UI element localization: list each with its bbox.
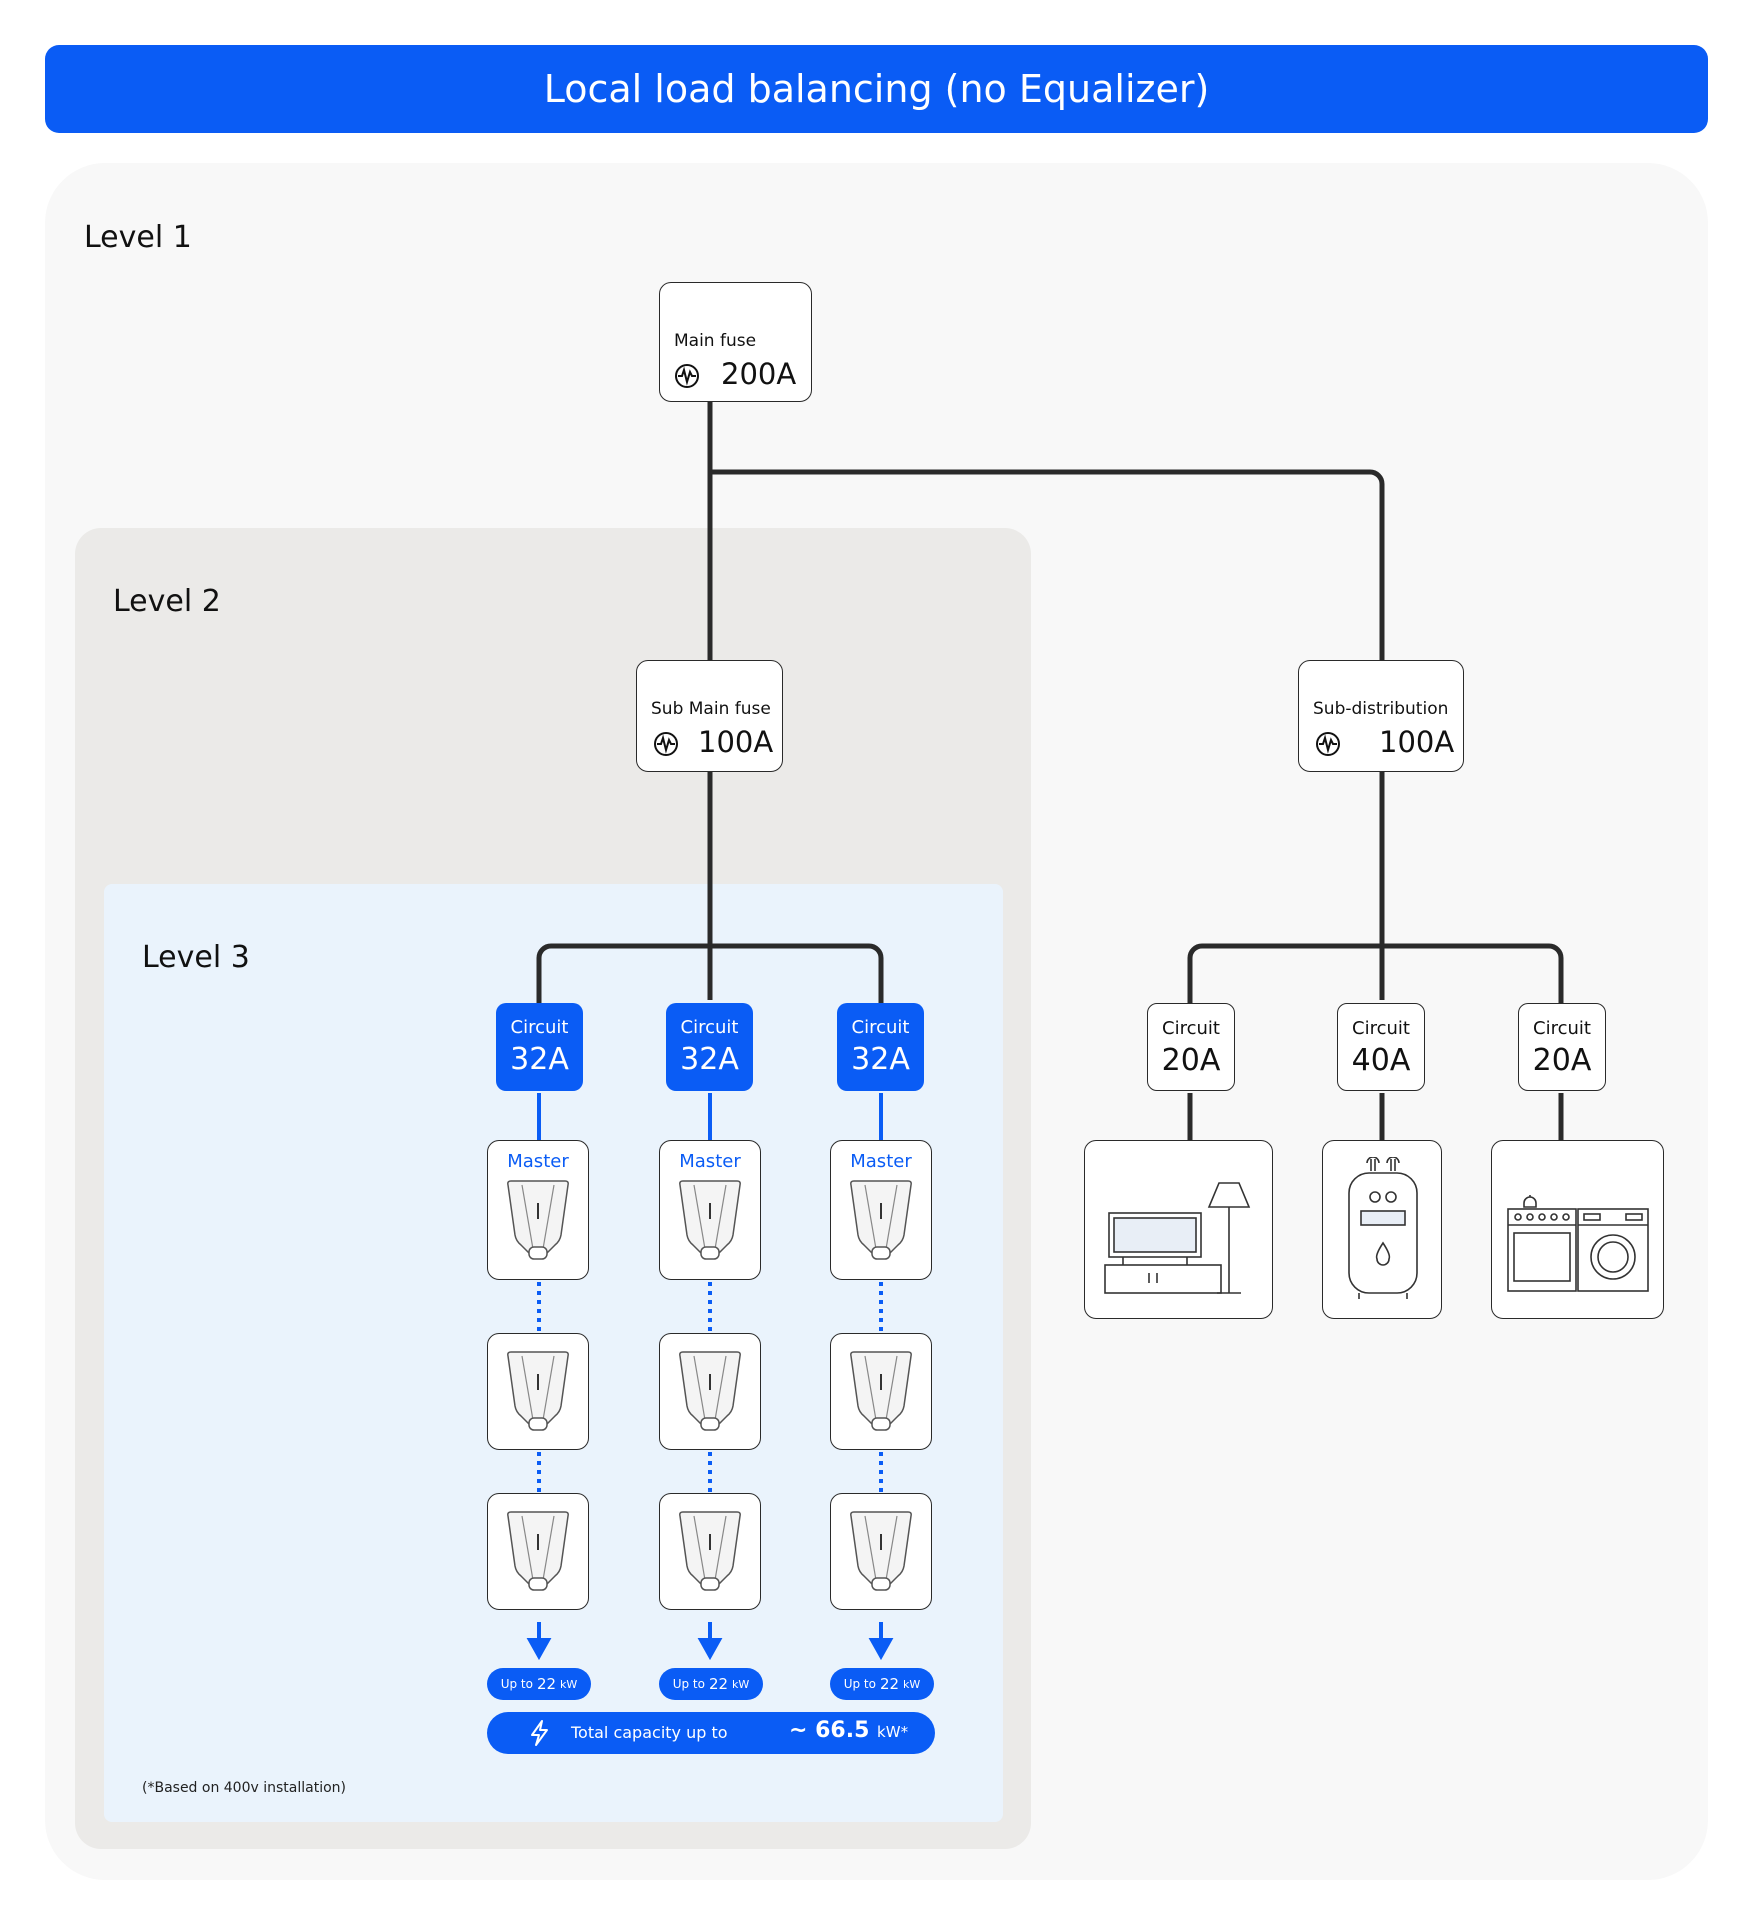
pill-unit: kW: [560, 1677, 578, 1691]
ev-circuit-2: Circuit 32A: [666, 1003, 753, 1091]
level-1-label: Level 1: [84, 220, 192, 255]
sub-distribution-label: Sub-distribution: [1313, 699, 1449, 719]
sub-distribution-node: Sub-distribution 100A: [1298, 660, 1464, 772]
circuit-value: 40A: [1351, 1043, 1411, 1078]
master-label: Master: [507, 1151, 569, 1172]
circuit-label: Circuit: [1352, 1018, 1410, 1039]
charger-3-3: [830, 1493, 932, 1610]
master-charger-2: Master: [659, 1140, 761, 1280]
circuit-value: 20A: [1532, 1043, 1592, 1078]
tv-lamp-appliance: [1084, 1140, 1273, 1319]
ev-circuit-bus-line: [536, 943, 884, 1005]
total-capacity-unit: kW*: [877, 1723, 909, 1741]
charger-2-2: [659, 1333, 761, 1450]
pill-prefix: Up to: [500, 1677, 533, 1691]
tv-and-lamp-icon: [1104, 1182, 1251, 1294]
appliance-circuit-bus-line: [1187, 943, 1564, 1005]
circuit-value: 20A: [1161, 1043, 1221, 1078]
output-pill-2: Up to 22 kW: [659, 1668, 763, 1700]
sub-main-fuse-node: Sub Main fuse 100A: [636, 660, 783, 772]
ev-charger-icon: [850, 1351, 912, 1431]
sub-main-fuse-label: Sub Main fuse: [651, 699, 771, 719]
fuse-icon: [1316, 732, 1340, 756]
water-heater-icon: [1348, 1157, 1418, 1299]
daisy-chain-dotted-line: [537, 1282, 883, 1494]
pill-unit: kW: [732, 1677, 750, 1691]
charger-1-2: [487, 1333, 589, 1450]
charger-3-2: [830, 1333, 932, 1450]
ev-charger-icon: [507, 1180, 569, 1260]
pill-prefix: Up to: [672, 1677, 705, 1691]
circuit-value: 32A: [680, 1042, 739, 1077]
main-fuse-node: Main fuse 200A: [659, 282, 812, 402]
appliance-circuit-2: Circuit 40A: [1337, 1003, 1425, 1091]
level-3-label: Level 3: [142, 940, 250, 975]
main-to-subdistribution-line: [710, 469, 1385, 662]
ev-circuit-1: Circuit 32A: [496, 1003, 583, 1091]
ev-charger-icon: [507, 1511, 569, 1591]
ev-charger-icon: [507, 1351, 569, 1431]
main-fuse-value: 200A: [721, 357, 797, 391]
charger-1-3: [487, 1493, 589, 1610]
circuit-value: 32A: [851, 1042, 910, 1077]
ev-circuit-3: Circuit 32A: [837, 1003, 924, 1091]
sub-distribution-value: 100A: [1379, 725, 1455, 759]
circuit-label: Circuit: [510, 1017, 569, 1038]
ev-charger-icon: [679, 1511, 741, 1591]
ev-charger-icon: [850, 1511, 912, 1591]
pill-unit: kW: [903, 1677, 921, 1691]
pill-prefix: Up to: [843, 1677, 876, 1691]
circuit-label: Circuit: [1162, 1018, 1220, 1039]
ev-charger-icon: [679, 1351, 741, 1431]
total-capacity-value: ~ 66.5: [789, 1718, 870, 1743]
footnote: (*Based on 400v installation): [142, 1780, 346, 1796]
water-heater-appliance: [1322, 1140, 1442, 1319]
appliance-circuit-1: Circuit 20A: [1147, 1003, 1235, 1091]
pill-value: 22: [879, 1675, 900, 1693]
main-fuse-label: Main fuse: [674, 331, 757, 351]
pill-value: 22: [536, 1675, 557, 1693]
output-pill-3: Up to 22 kW: [830, 1668, 934, 1700]
level-2-label: Level 2: [113, 584, 221, 619]
output-pill-1: Up to 22 kW: [487, 1668, 591, 1700]
master-charger-1: Master: [487, 1140, 589, 1280]
fuse-icon: [675, 364, 699, 388]
master-label: Master: [850, 1151, 912, 1172]
total-capacity-value-group: ~ 66.5 kW*: [789, 1718, 908, 1743]
circuit-label: Circuit: [1533, 1018, 1591, 1039]
total-capacity-label: Total capacity up to: [571, 1723, 728, 1742]
total-capacity-bar: Total capacity up to ~ 66.5 kW*: [487, 1712, 935, 1754]
circuit-label: Circuit: [851, 1017, 910, 1038]
circuit-value: 32A: [510, 1042, 569, 1077]
master-label: Master: [679, 1151, 741, 1172]
ev-charger-icon: [679, 1180, 741, 1260]
master-charger-3: Master: [830, 1140, 932, 1280]
pill-value: 22: [708, 1675, 729, 1693]
fuse-icon: [654, 732, 678, 756]
lightning-icon: [531, 1720, 548, 1746]
ev-charger-icon: [850, 1180, 912, 1260]
circuit-label: Circuit: [680, 1017, 739, 1038]
appliance-circuit-3: Circuit 20A: [1518, 1003, 1606, 1091]
charger-2-3: [659, 1493, 761, 1610]
kitchen-appliance: [1491, 1140, 1664, 1319]
sub-main-fuse-value: 100A: [698, 725, 774, 759]
diagram-title: Local load balancing (no Equalizer): [45, 45, 1708, 133]
stove-and-washer-icon: [1507, 1195, 1649, 1292]
